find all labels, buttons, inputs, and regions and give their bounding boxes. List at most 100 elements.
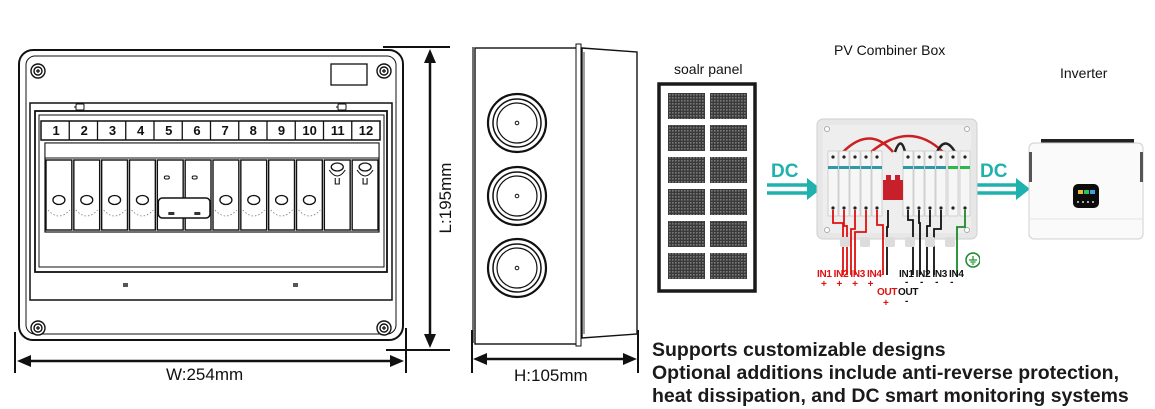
- description-line: Optional additions include anti-reverse …: [652, 362, 1119, 384]
- input-label: IN1: [899, 269, 914, 280]
- output-positive-sign: +: [883, 298, 889, 309]
- slot-number: 5: [165, 123, 173, 138]
- slot-number: 1: [52, 123, 60, 138]
- breaker-toggle-icon: [52, 194, 66, 206]
- wire-negative: [926, 210, 931, 275]
- feature-description: Supports customizable designs Optional a…: [652, 339, 1129, 408]
- combiner-module: [924, 150, 936, 217]
- wire-positive: [843, 210, 848, 275]
- solar-panel-label: soalr panel: [674, 61, 743, 77]
- solar-cell: [710, 157, 747, 183]
- solar-cell: [710, 189, 747, 215]
- arrow-right-icon: [807, 178, 821, 200]
- breaker-toggle-icon: [247, 194, 261, 206]
- wire-negative: [907, 210, 914, 275]
- solar-cell: [710, 125, 747, 151]
- description-line: Supports customizable designs: [652, 339, 946, 361]
- latch-icon: [123, 283, 128, 287]
- polarity-sign: +: [836, 279, 843, 290]
- dimension-lines-front: [14, 46, 450, 373]
- wire-positive: [876, 210, 884, 275]
- solar-cell: [710, 221, 747, 247]
- input-label: IN3: [850, 269, 866, 280]
- wire-negative: [886, 210, 889, 275]
- breaker-toggle-icon: [107, 194, 122, 206]
- combiner-module: [902, 150, 914, 217]
- wire-ground: [956, 210, 966, 275]
- arrow-right-icon: [390, 355, 404, 367]
- output-negative-sign: -: [905, 296, 909, 307]
- slot-number: 12: [358, 123, 374, 138]
- input-positive-signs: + + + +: [821, 279, 873, 290]
- solar-cell: [710, 253, 747, 279]
- slot-number: 10: [302, 123, 317, 138]
- breaker-toggle-icon: [80, 194, 94, 206]
- breaker-toggle-icon: [219, 194, 233, 206]
- combiner-module: [959, 150, 971, 217]
- wire-negative: [933, 210, 942, 275]
- combiner-module: [947, 150, 959, 217]
- arrow-down-icon: [424, 334, 436, 348]
- slot-number: 3: [108, 123, 117, 138]
- breaker-module: [323, 159, 351, 231]
- breaker-module: [45, 159, 73, 231]
- side-view-drawing: [471, 43, 639, 373]
- wire-positive: [832, 210, 844, 275]
- output-negative-label: OUT: [898, 287, 919, 298]
- polarity-sign: -: [920, 277, 924, 288]
- dc-arrow-2: [976, 178, 1030, 200]
- output-positive-label: OUT: [877, 287, 898, 298]
- input-label: IN1: [817, 269, 832, 280]
- depth-dimension-label: H:105mm: [514, 366, 588, 385]
- dc-arrow-label-2: DC: [980, 161, 1008, 182]
- latch-icon: [293, 283, 298, 287]
- solar-panel-image: [657, 82, 757, 293]
- combiner-module: [827, 150, 839, 217]
- polarity-sign: +: [852, 279, 858, 290]
- inverter-image: [1028, 139, 1144, 240]
- polarity-sign: +: [821, 279, 827, 290]
- side-body: [474, 47, 581, 345]
- wire-positive: [850, 210, 856, 275]
- input-negative-signs: - - - -: [905, 277, 953, 288]
- breaker-module: [351, 159, 379, 231]
- breaker-toggle-icon: [274, 194, 289, 206]
- breaker-toggle-icon: [135, 194, 150, 206]
- combiner-box-label: PV Combiner Box: [834, 42, 946, 58]
- combiner-module: [860, 150, 872, 217]
- fuse-holder-icon: [330, 162, 344, 172]
- input-label: IN2: [833, 269, 849, 280]
- breaker-toggle-icon: [302, 194, 317, 206]
- solar-cell: [668, 221, 705, 247]
- input-label: IN2: [915, 269, 931, 280]
- polarity-sign: +: [867, 279, 874, 290]
- polarity-sign: -: [935, 277, 939, 288]
- ground-icon: [965, 252, 980, 268]
- input-negative-labels: IN1 IN2 IN3 IN4: [899, 269, 964, 280]
- arrow-right-icon: [1016, 178, 1030, 200]
- width-dimension-label: W:254mm: [166, 365, 244, 384]
- arrow-left-icon: [473, 353, 487, 365]
- combiner-module: [913, 150, 925, 217]
- door-clip-icon: [74, 103, 347, 111]
- inverter-display: [1073, 184, 1099, 208]
- arrow-up-icon: [424, 49, 436, 63]
- input-label: IN4: [867, 269, 882, 280]
- cable-gland-icon: [486, 165, 548, 227]
- input-label: IN4: [949, 269, 964, 280]
- side-lid: [581, 47, 638, 339]
- solar-cell: [668, 125, 705, 151]
- solar-cell: [668, 189, 705, 215]
- slot-number-strip: 1 2 3 4 5 6 7 8 9 10 11 12: [42, 122, 380, 140]
- front-view-drawing: [18, 49, 404, 341]
- polarity-sign: -: [905, 277, 909, 288]
- slot-number: 11: [330, 123, 345, 138]
- height-dimension-label: L:195mm: [436, 162, 455, 234]
- solar-cell: [668, 157, 705, 183]
- combiner-module: [838, 150, 850, 217]
- combiner-module: [871, 150, 883, 217]
- wire-negative: [918, 210, 921, 275]
- input-positive-labels: IN1 IN2 IN3 IN4: [817, 269, 882, 280]
- label-window: [330, 63, 368, 86]
- polarity-sign: -: [950, 277, 954, 288]
